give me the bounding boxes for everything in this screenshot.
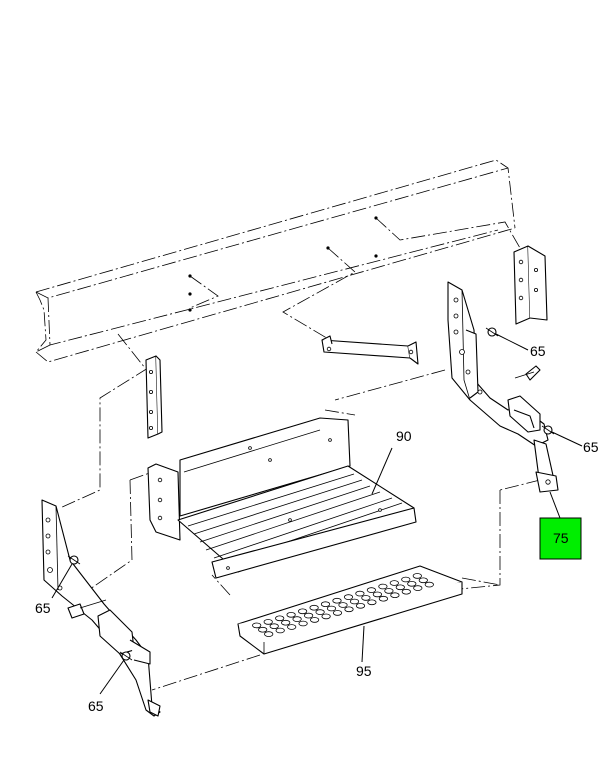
grating-hole	[309, 617, 320, 623]
callout-95: 95	[356, 663, 372, 679]
grating-hole	[384, 588, 394, 594]
frame-rail	[35, 159, 516, 363]
grating-hole	[378, 595, 388, 602]
callout-65-bottom: 65	[88, 698, 104, 714]
grating-hole	[355, 602, 366, 609]
step-90	[147, 417, 417, 579]
right-side-plate	[447, 281, 559, 493]
grating-hole	[412, 573, 422, 579]
grating-hole	[401, 588, 411, 595]
grating-hole	[258, 626, 268, 633]
callout-leaders	[51, 333, 583, 695]
grating-hole	[264, 631, 274, 637]
grating-hole	[332, 610, 343, 616]
grating-hole	[413, 585, 423, 591]
grating-hole	[263, 619, 273, 625]
grating-holes	[252, 573, 434, 637]
callout-75-highlight[interactable]: 75	[539, 517, 582, 560]
grating-hole	[389, 580, 399, 586]
grating-hole	[390, 592, 400, 598]
callout-65-left: 65	[35, 600, 51, 616]
grating-hole	[292, 616, 302, 622]
left-upper-bracket	[145, 355, 163, 439]
grating-hole	[407, 580, 417, 587]
grating-hole	[378, 583, 388, 590]
grating-hole	[321, 613, 331, 620]
grating-hole	[418, 577, 428, 584]
grating-hole	[297, 608, 308, 615]
grating-hole	[338, 602, 348, 608]
grating-hole	[343, 594, 354, 600]
grating-hole	[395, 584, 405, 591]
grating-hole	[287, 624, 297, 630]
grating-hole	[320, 601, 331, 607]
callout-90: 90	[396, 428, 412, 444]
callout-65-mid: 65	[583, 439, 599, 455]
grating-hole	[366, 587, 376, 593]
bolt-65-left	[67, 555, 81, 565]
grating-hole	[269, 623, 279, 629]
grating-hole	[344, 606, 354, 613]
right-upper-bracket	[513, 245, 548, 325]
callout-75: 75	[553, 530, 569, 546]
grating-hole	[275, 615, 285, 622]
left-side-plate	[41, 499, 161, 717]
middle-strap	[321, 335, 419, 365]
grating-hole	[252, 622, 262, 629]
bolt-65-upper	[485, 327, 499, 337]
grating-hole	[298, 620, 308, 627]
grating-hole	[326, 605, 337, 612]
bolt-65-mid	[541, 425, 555, 435]
bolt-holes-rail	[188, 216, 378, 312]
grating-hole	[309, 604, 319, 611]
grating-hole	[315, 609, 325, 615]
grating-hole	[355, 590, 365, 597]
grating-hole	[372, 591, 382, 598]
callout-65-upper: 65	[530, 343, 546, 359]
grating-hole	[303, 612, 314, 619]
grating-hole	[286, 611, 296, 618]
grating-hole	[349, 598, 360, 605]
grating-hole	[361, 595, 371, 601]
grating-hole	[401, 576, 411, 583]
step-95	[237, 565, 463, 655]
grating-hole	[281, 619, 291, 626]
bolt-65-bottom	[119, 651, 133, 661]
grating-hole	[275, 627, 285, 634]
grating-hole	[332, 597, 342, 604]
grating-hole	[424, 581, 434, 588]
grating-hole	[367, 599, 377, 606]
